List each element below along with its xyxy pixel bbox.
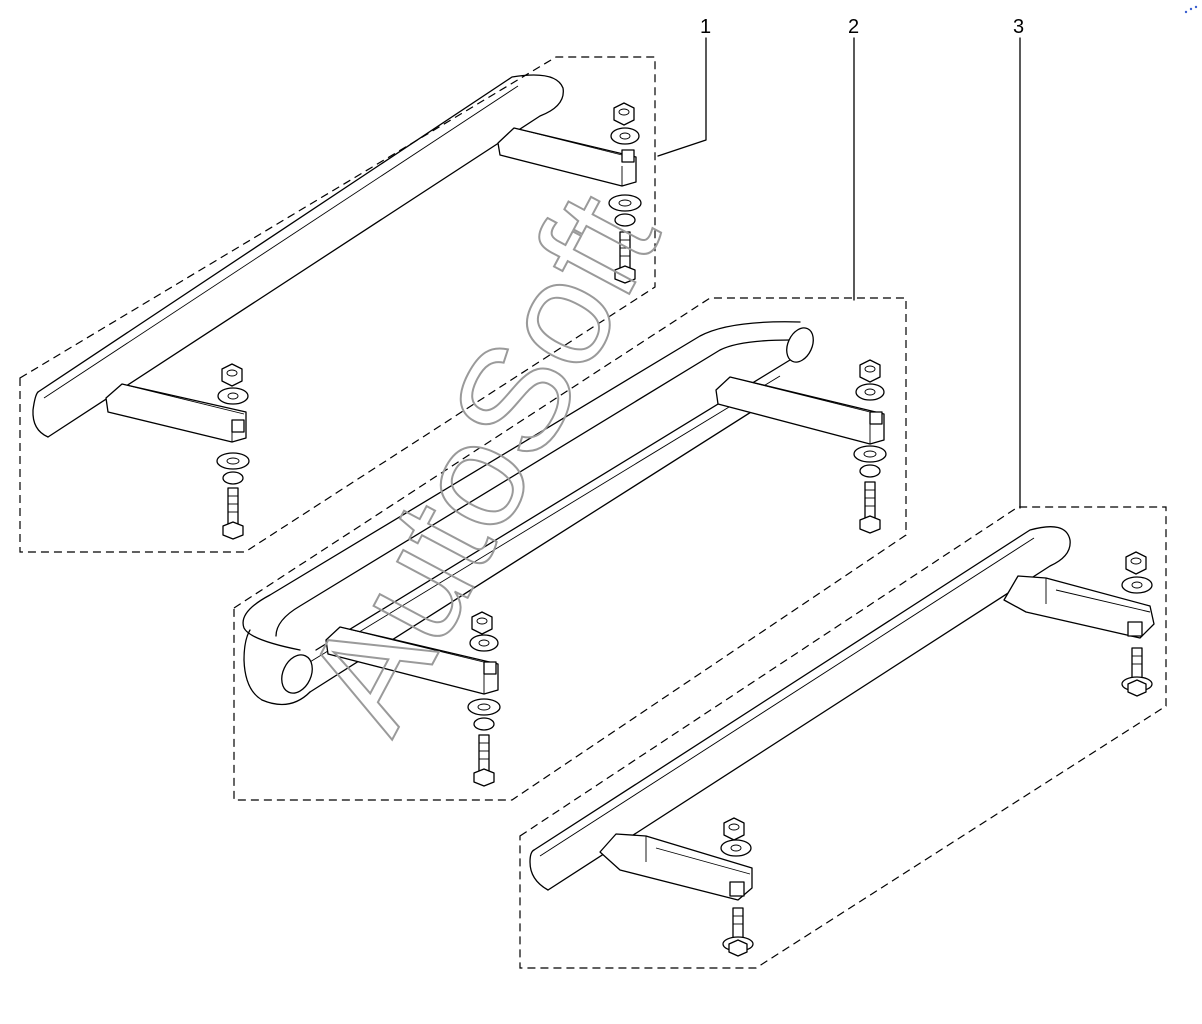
washer-icon <box>216 452 250 470</box>
part-1-tube <box>32 74 564 438</box>
washer-icon <box>853 445 887 463</box>
corner-mark <box>1184 5 1198 14</box>
flange-bolt-icon <box>722 907 754 957</box>
lock-washer-icon <box>222 471 244 485</box>
washer-icon <box>1121 576 1153 594</box>
lock-washer-icon <box>473 717 495 731</box>
part-2-front-bracket <box>325 626 499 695</box>
hex-nut-icon <box>613 102 635 126</box>
part-3-group <box>519 506 1167 969</box>
callout-1: 1 <box>700 16 711 38</box>
hex-nut-icon <box>221 363 243 387</box>
washer-icon <box>610 127 640 145</box>
leader-line-1 <box>657 37 707 157</box>
part-3-front-bracket <box>599 833 753 901</box>
washer-icon <box>855 383 885 401</box>
hex-nut-icon <box>471 611 493 635</box>
part-1-front-bracket <box>105 383 247 443</box>
part-1-dashed-frame <box>19 56 656 553</box>
hex-nut-icon <box>723 817 745 841</box>
bolt-icon <box>222 487 244 540</box>
washer-icon <box>469 634 499 652</box>
callout-3: 3 <box>1013 16 1024 38</box>
part-1-rear-hardware <box>608 102 642 284</box>
part-2-rear-hardware <box>853 359 887 534</box>
part-1-rear-bracket <box>497 127 637 187</box>
bolt-icon <box>473 734 495 787</box>
washer-icon <box>608 194 642 212</box>
part-2-dashed-frame <box>233 297 907 801</box>
part-1-front-hardware <box>216 363 250 540</box>
washer-icon <box>467 698 501 716</box>
bolt-icon <box>614 231 636 284</box>
hex-nut-icon <box>1125 551 1147 575</box>
part-3-rear-bracket <box>1003 575 1155 639</box>
hex-nut-icon <box>859 359 881 383</box>
part-2-rear-bracket <box>715 376 885 445</box>
lock-washer-icon <box>614 213 636 227</box>
part-3-front-hardware <box>720 817 754 957</box>
part-1-group <box>19 56 656 553</box>
bolt-icon <box>859 481 881 534</box>
part-3-rear-hardware <box>1121 551 1153 697</box>
flange-bolt-icon <box>1121 647 1153 697</box>
part-3-dashed-frame <box>519 506 1167 969</box>
callout-2: 2 <box>848 16 859 38</box>
part-2-group <box>233 297 907 801</box>
washer-icon <box>217 387 249 405</box>
leader-lines <box>657 37 1021 509</box>
part-2-tube <box>242 321 814 706</box>
washer-icon <box>720 839 752 857</box>
lock-washer-icon <box>859 464 881 478</box>
part-2-front-hardware <box>467 611 501 787</box>
part-3-tube <box>529 526 1071 891</box>
